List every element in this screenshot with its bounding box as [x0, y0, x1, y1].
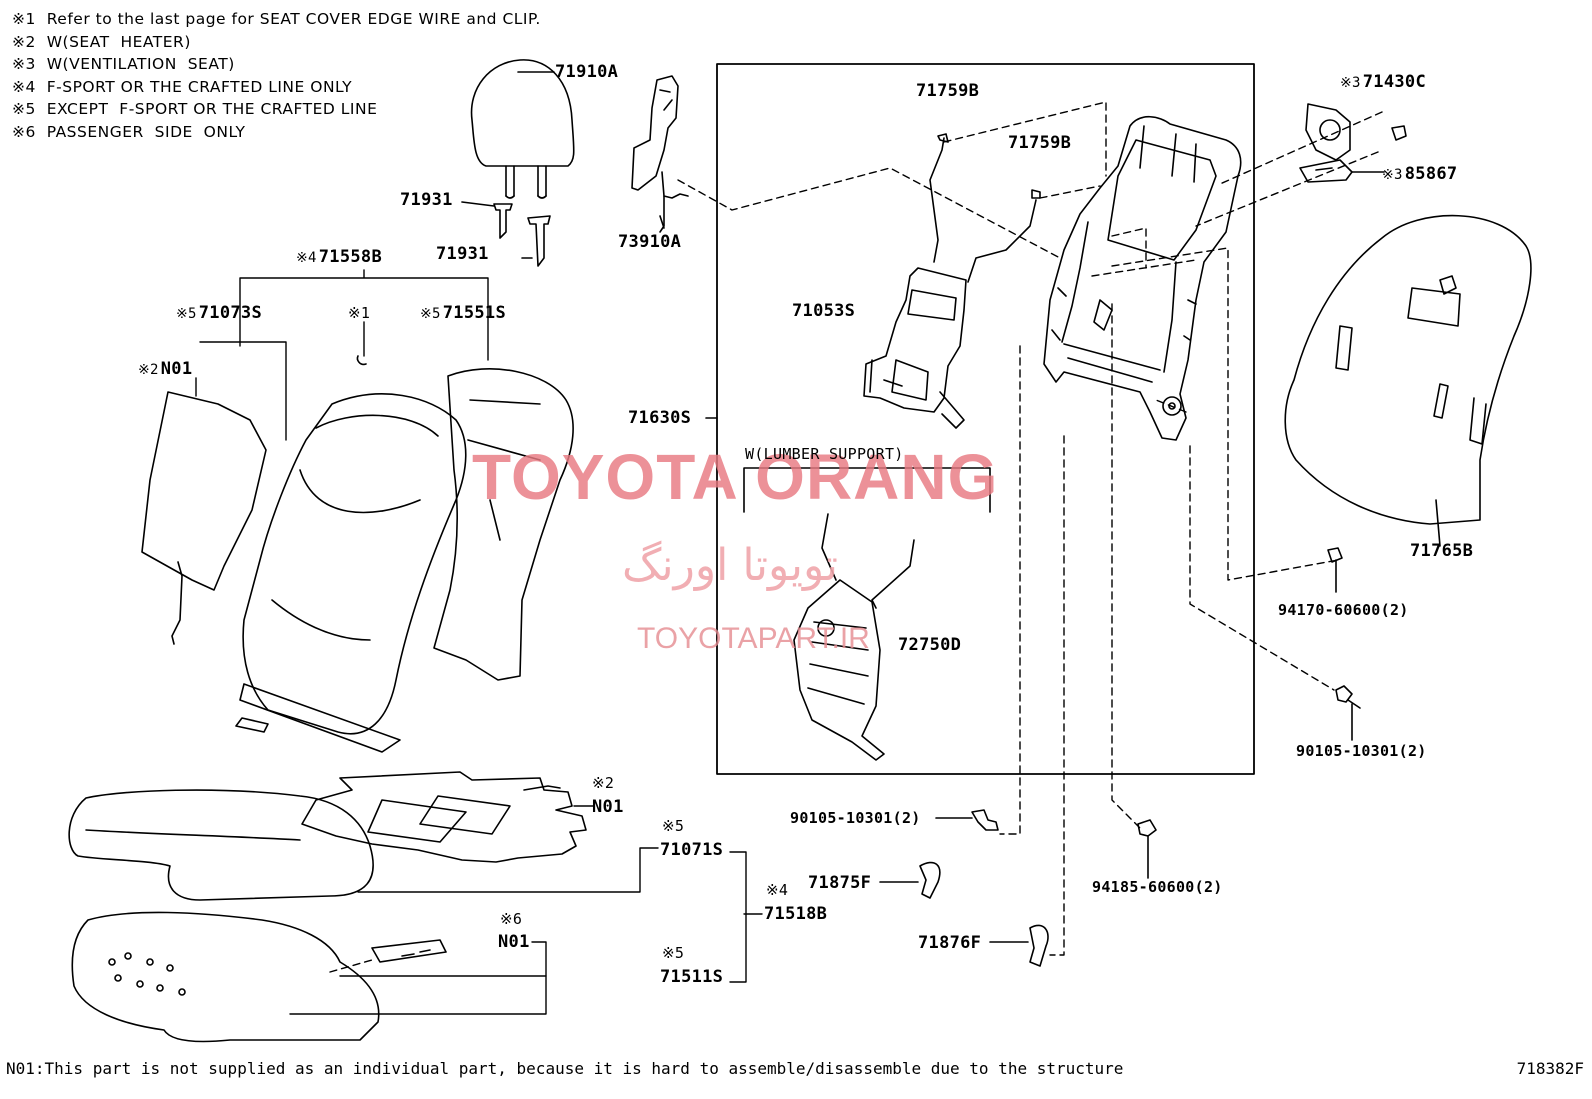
- label-71931-a[interactable]: 71931: [400, 190, 453, 210]
- label-94185-60600[interactable]: 94185-60600(2): [1092, 878, 1223, 896]
- watermark-title: TOYOTA ORANG: [472, 441, 999, 513]
- label-lumbar-title: W(LUMBER SUPPORT): [745, 445, 904, 463]
- cushion-drawings: [68, 771, 587, 1043]
- headrest-drawing: [470, 59, 575, 199]
- label-72750D[interactable]: 72750D: [898, 635, 962, 655]
- label-N01-cushion[interactable]: N01: [592, 797, 624, 817]
- label-71511S[interactable]: 71511S: [660, 967, 724, 987]
- label-90105-10301-a[interactable]: 90105-10301(2): [1296, 742, 1427, 760]
- notes-block: ※1 Refer to the last page for SEAT COVER…: [12, 8, 541, 144]
- note-4: ※4 F-SPORT OR THE CRAFTED LINE ONLY: [12, 77, 353, 96]
- label-71875F[interactable]: 71875F: [808, 873, 872, 893]
- note-3: ※3 W(VENTILATION SEAT): [12, 55, 235, 74]
- note-5: ※5 EXCEPT F-SPORT OR THE CRAFTED LINE: [12, 100, 378, 119]
- label-clip-ref: ※1: [348, 304, 371, 322]
- mark-heater-cushion: ※2: [592, 774, 615, 792]
- label-94170-60600[interactable]: 94170-60600(2): [1278, 601, 1409, 619]
- label-71759B-b[interactable]: 71759B: [1008, 133, 1072, 153]
- label-N01-sensor[interactable]: N01: [498, 932, 530, 952]
- mark-71071S: ※5: [662, 817, 685, 835]
- label-71765B[interactable]: 71765B: [1410, 541, 1474, 561]
- note-6: ※6 PASSENGER SIDE ONLY: [12, 122, 246, 141]
- label-71910A[interactable]: 71910A: [555, 62, 619, 82]
- pad-drawing: [1284, 214, 1532, 547]
- relation-lines: [329, 101, 1383, 973]
- group-brackets: [195, 269, 489, 441]
- mark-71511S: ※5: [662, 944, 685, 962]
- blower-drawing: [631, 75, 689, 233]
- shield-drawings: [879, 861, 1049, 967]
- headrest-support-drawing: [461, 201, 551, 267]
- label-71630S[interactable]: 71630S: [628, 408, 692, 428]
- frame-box: [716, 63, 1255, 775]
- lumbar-drawing: [743, 467, 991, 761]
- cushion-brackets: [289, 805, 763, 1015]
- note-2: ※2 W(SEAT HEATER): [12, 32, 191, 51]
- label-71759B-a[interactable]: 71759B: [916, 81, 980, 101]
- label-73910A[interactable]: 73910A: [618, 232, 682, 252]
- spring-drawing: [863, 133, 1041, 429]
- figure-id: 718382F: [1516, 1059, 1584, 1078]
- watermark-arabic: تویوتا اورنگ: [622, 540, 838, 591]
- back-cover-drawing: [235, 355, 574, 753]
- blower-leader: [659, 215, 665, 229]
- mark-sensor: ※6: [500, 910, 523, 928]
- label-71518B[interactable]: 71518B: [764, 904, 828, 924]
- fan-drawing: [1299, 103, 1407, 183]
- label-71071S[interactable]: 71071S: [660, 840, 724, 860]
- label-71931-b[interactable]: 71931: [436, 244, 489, 264]
- fastener-drawings: [935, 547, 1361, 879]
- note-1: ※1 Refer to the last page for SEAT COVER…: [12, 10, 541, 28]
- label-71053S[interactable]: 71053S: [792, 301, 856, 321]
- footer-note: N01:This part is not supplied as an indi…: [6, 1059, 1124, 1078]
- mark-71518B: ※4: [766, 881, 789, 899]
- label-90105-10301-b[interactable]: 90105-10301(2): [790, 809, 921, 827]
- label-71876F[interactable]: 71876F: [918, 933, 982, 953]
- watermark-site: TOYOTAPART.IR: [637, 622, 870, 655]
- back-frame-drawing: [1043, 115, 1242, 441]
- back-heater-drawing: [141, 391, 267, 645]
